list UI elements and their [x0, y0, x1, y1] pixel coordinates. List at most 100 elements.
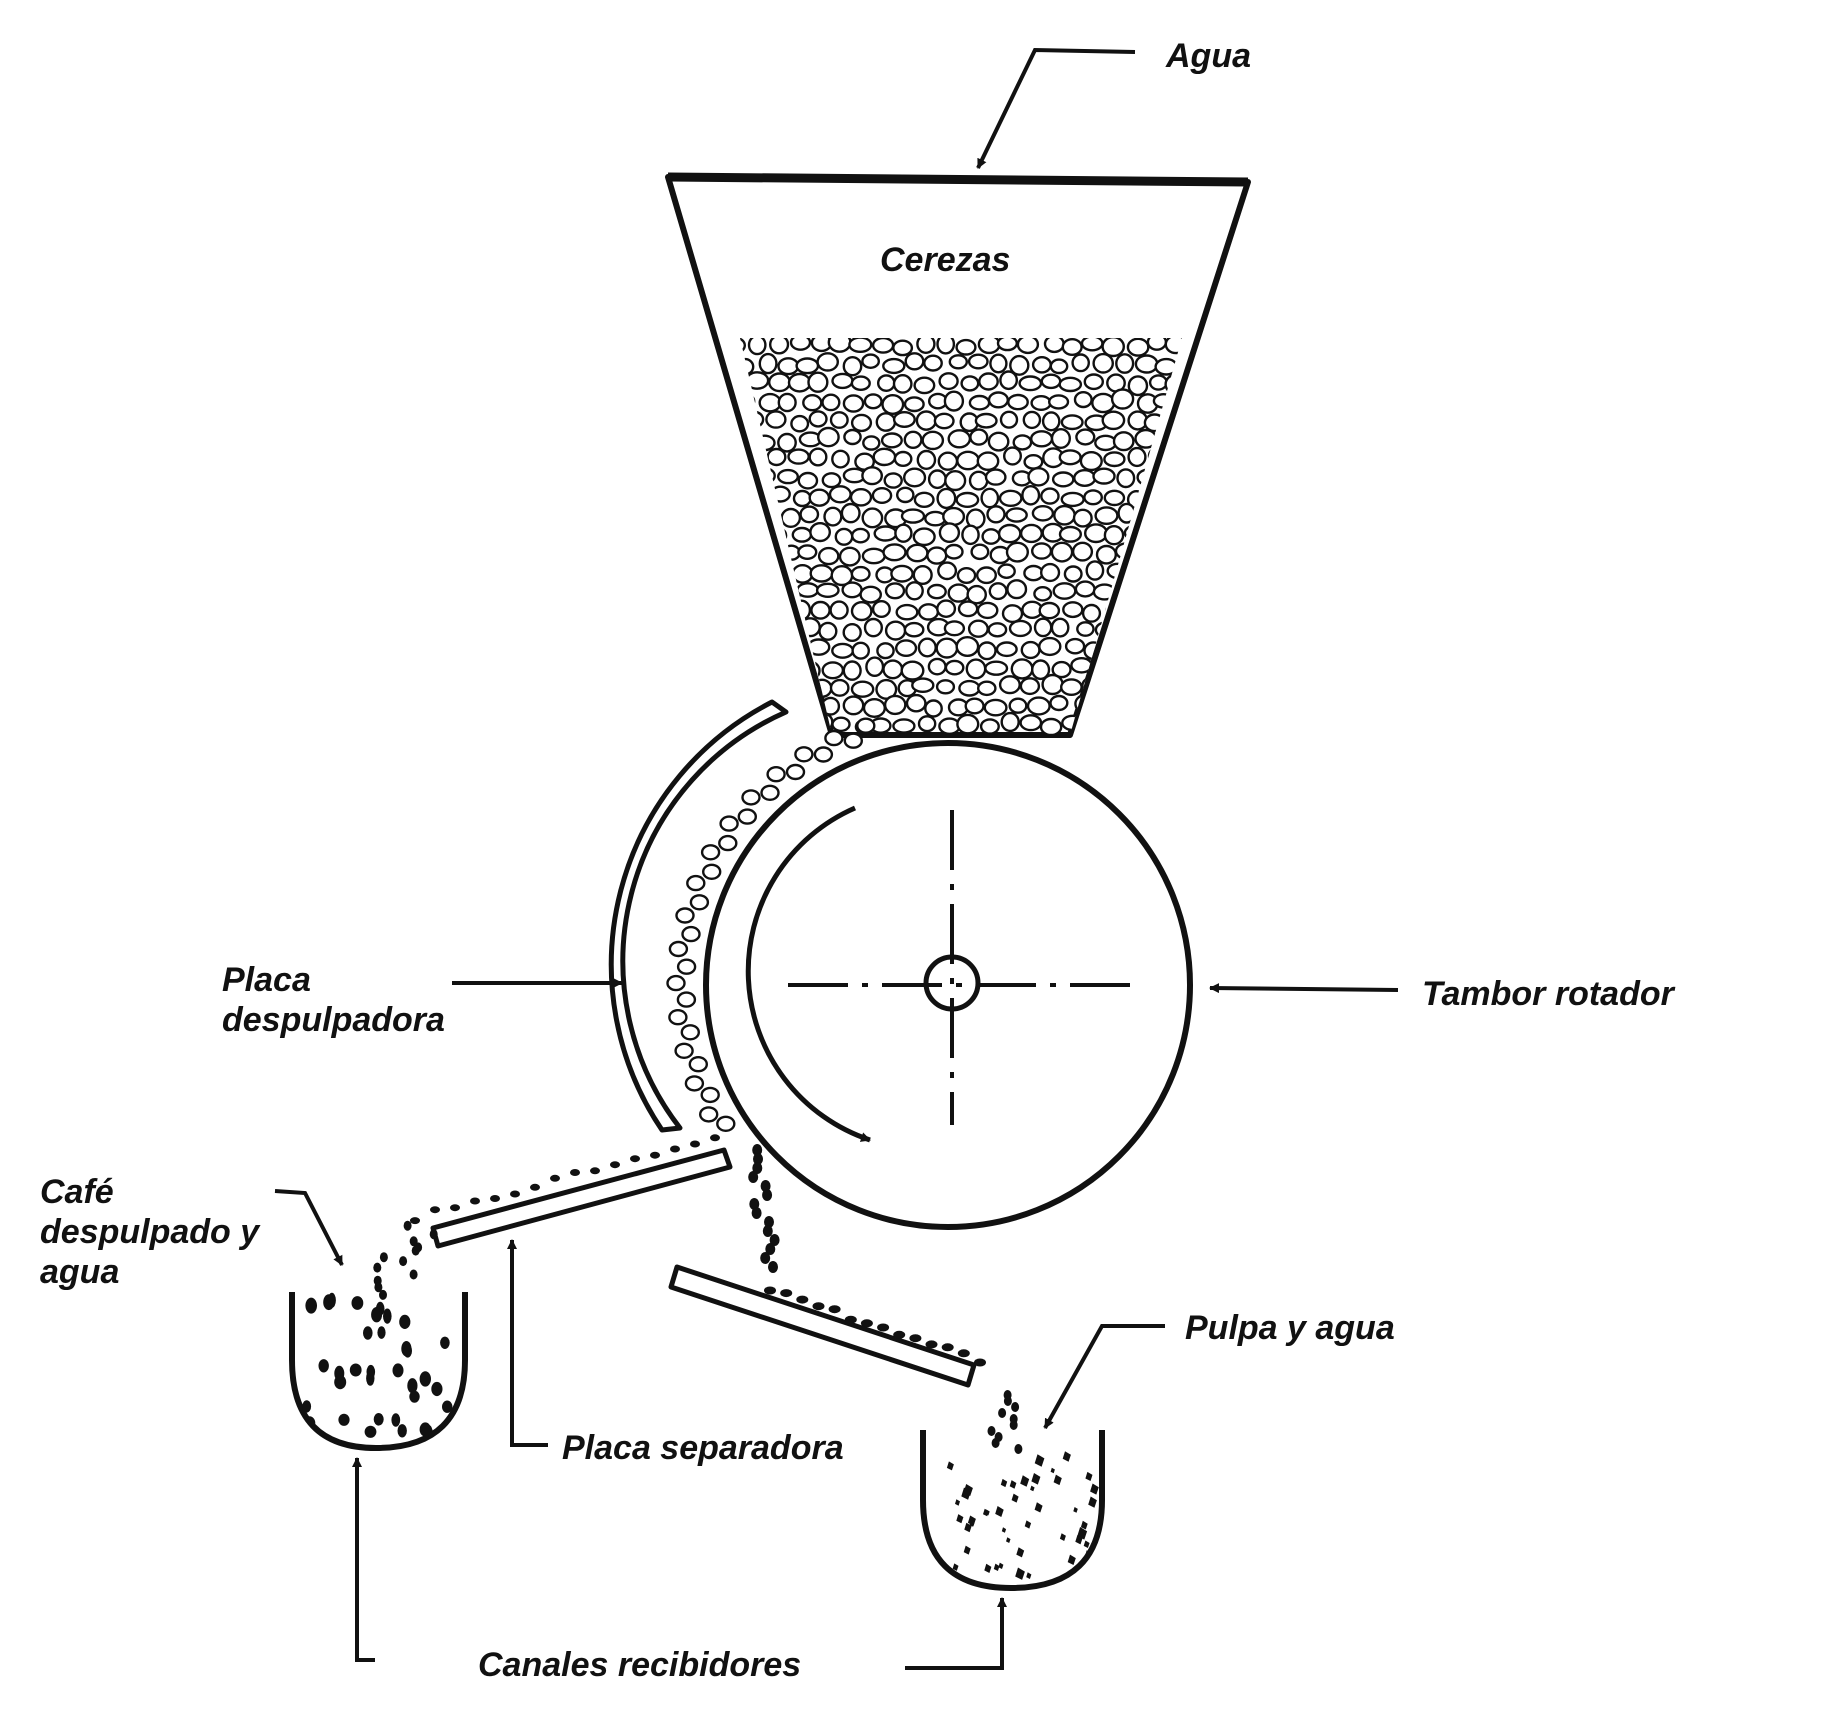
coffee-cherry [781, 544, 801, 561]
coffee-cherry [1166, 599, 1182, 618]
coffee-cherry [1053, 504, 1076, 526]
coffee-cherry [1005, 507, 1028, 523]
stream-pulp [753, 1153, 763, 1165]
coffee-cherry [1177, 694, 1182, 716]
coffee-cherry [1148, 716, 1168, 734]
coffee-cherry [794, 746, 814, 763]
coffee-cherry [1101, 410, 1126, 431]
pulp-piece [1009, 1480, 1017, 1489]
label-pulpa-y-agua: Pulpa y agua [1185, 1309, 1395, 1347]
pulp-piece [1083, 1540, 1090, 1548]
coffee-cherry [740, 638, 749, 659]
coffee-cherry [956, 713, 980, 735]
depulped-coffee-beans [302, 1292, 453, 1441]
coffee-cherry [848, 338, 873, 354]
stream-pulp [760, 1180, 771, 1192]
coffee-cherry [1117, 502, 1136, 524]
coffee-cherry [917, 603, 940, 621]
arrow-tambor-rotador [1209, 983, 1399, 994]
coffee-cherry [1135, 617, 1160, 639]
coffee-bean [371, 1307, 383, 1323]
coffee-cherry [943, 390, 965, 412]
coffee-cherry [900, 660, 925, 681]
stream-bean [650, 1151, 660, 1159]
coffee-cherry [1100, 680, 1124, 700]
coffee-cherry [741, 789, 761, 806]
coffee-cherry [850, 375, 871, 392]
leader-arrows [274, 47, 1399, 1670]
coffee-cherry [792, 489, 812, 508]
coffee-cherry [955, 338, 977, 356]
stream-bean [379, 1289, 387, 1300]
coffee-cherry [747, 338, 767, 356]
coffee-cherry [862, 435, 881, 451]
coffee-cherry [1049, 358, 1069, 375]
coffee-cherry [831, 716, 851, 733]
coffee-cherry [760, 657, 781, 676]
pulp-piece [963, 1545, 971, 1555]
coffee-cherry [850, 565, 871, 582]
coffee-cherry [942, 506, 966, 527]
coffee-cherry [777, 468, 800, 485]
coffee-cherry [995, 641, 1018, 658]
pulp-piece [1026, 1572, 1032, 1579]
stream-bean [470, 1197, 480, 1205]
coffee-cherry [755, 543, 775, 563]
coffee-cherry [944, 659, 965, 676]
label-placa-separadora: Placa separadora [562, 1429, 844, 1467]
coffee-cherry [1008, 697, 1028, 714]
coffee-cherry [905, 693, 927, 713]
stream-pulp [751, 1207, 762, 1219]
coffee-cherry [1022, 410, 1042, 430]
coffee-cherry [1102, 712, 1127, 734]
coffee-cherry [831, 642, 855, 659]
coffee-cherry [974, 412, 998, 429]
coffee-cherry [1176, 467, 1182, 489]
coffee-cherry [935, 637, 959, 659]
coffee-cherry [796, 582, 820, 598]
stream-bean [570, 1169, 580, 1176]
coffee-cherry [892, 718, 916, 734]
coffee-bean [351, 1296, 364, 1310]
coffee-cherry [765, 410, 787, 429]
coffee-cherry [1144, 675, 1169, 695]
coffee-cherry [1016, 338, 1040, 355]
stream-bean [610, 1161, 620, 1169]
coffee-cherry [1083, 489, 1104, 506]
coffee-cherry [849, 487, 873, 507]
coffee-cherry [1112, 621, 1137, 640]
coffee-cherry [766, 766, 786, 783]
pulp-piece [1090, 1483, 1099, 1495]
coffee-cherry [1165, 638, 1182, 660]
coffee-cherry [1075, 428, 1096, 446]
pulp-piece [1000, 1478, 1008, 1488]
coffee-cherry [976, 566, 998, 585]
coffee-cherry [1154, 357, 1179, 376]
coffee-cherry [1076, 621, 1095, 637]
coffee-cherry [1168, 564, 1182, 585]
coffee-cherry [1080, 338, 1104, 352]
coffee-cherry [1081, 603, 1102, 623]
coffee-cherry [1040, 487, 1060, 505]
arrow-pulpa-y-agua [1043, 1324, 1165, 1429]
stream-pulp [1011, 1402, 1020, 1412]
coffee-cherry [1092, 352, 1114, 374]
coffee-bean [383, 1308, 392, 1324]
coffee-cherry [1095, 544, 1117, 565]
coffee-cherry [984, 468, 1007, 486]
coffee-cherry [987, 622, 1008, 638]
coffee-cherry [1023, 564, 1044, 582]
coffee-cherry [787, 372, 812, 393]
coffee-cherry [1021, 484, 1041, 506]
coffee-cherry [976, 601, 999, 620]
coffee-cherry [1071, 541, 1094, 562]
coffee-cherry [680, 1024, 700, 1041]
stream-pulp [780, 1289, 793, 1298]
pulp-piece [946, 1461, 954, 1471]
coffee-cherry [1073, 391, 1093, 409]
coffee-cherry [967, 353, 989, 370]
stream-pulp [796, 1295, 809, 1304]
coffee-cherry [831, 372, 854, 390]
coffee-cherry [1039, 717, 1063, 735]
stream-pulp [748, 1171, 759, 1183]
